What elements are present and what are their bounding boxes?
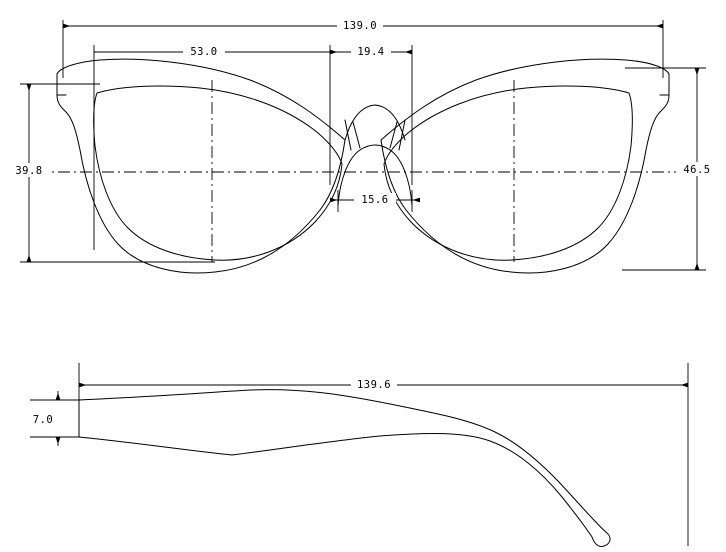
frame-outer-right-rim xyxy=(380,73,670,274)
dim-label-bg-465 xyxy=(676,162,718,176)
temple-arm-tip xyxy=(591,533,611,547)
dim-label-bg-1396 xyxy=(351,378,397,392)
nose-pad-left-detail xyxy=(344,119,352,151)
frame-outer-top-left xyxy=(56,58,346,141)
lens-opening-left xyxy=(93,85,343,261)
frame-outer-left-rim xyxy=(56,73,346,274)
dim-text-lens-width: 53.0 xyxy=(190,46,217,58)
dim-label-bg-398 xyxy=(8,163,50,177)
dim-label-bg-194 xyxy=(351,45,391,59)
dimension-temple-length: 139.6 xyxy=(78,363,689,546)
dim-label-bg-53 xyxy=(183,45,225,59)
temple-view-group xyxy=(78,389,611,547)
nose-pad-left-detail-2 xyxy=(352,121,361,149)
frame-outer-top-right xyxy=(380,58,670,141)
dim-text-overall-width: 139.0 xyxy=(343,20,377,32)
dimension-lens-height: 39.8 xyxy=(8,83,215,263)
dim-label-bg-70 xyxy=(26,412,60,426)
dimension-bridge-outer: 19.4 xyxy=(330,45,413,185)
nose-arch xyxy=(337,144,413,206)
dimension-lens-width: 53.0 xyxy=(93,45,331,250)
nose-pad-right-detail xyxy=(398,119,406,151)
dim-text-temple-thickness: 7.0 xyxy=(33,414,53,426)
temple-arm-bottom-edge xyxy=(78,432,593,538)
dim-text-frame-height: 46.5 xyxy=(683,164,710,176)
front-view-centerlines xyxy=(36,80,690,262)
dim-text-lens-height: 39.8 xyxy=(15,165,42,177)
dim-label-bg-139 xyxy=(337,19,383,33)
dimension-overall-width: 139.0 xyxy=(62,19,664,78)
dimension-frame-height: 46.5 xyxy=(622,67,718,271)
front-view-group xyxy=(56,58,670,274)
dim-text-temple-length: 139.6 xyxy=(357,379,391,391)
temple-arm-top-edge xyxy=(78,389,609,535)
dim-text-bridge-inner: 15.6 xyxy=(361,194,388,206)
dimension-bridge-inner: 15.6 xyxy=(330,190,420,212)
bridge-upper-curve xyxy=(344,104,406,141)
dimension-temple-thickness: 7.0 xyxy=(26,391,80,446)
lens-opening-right xyxy=(383,85,633,261)
nose-pad-right-detail-2 xyxy=(389,121,398,149)
dim-text-bridge-outer: 19.4 xyxy=(357,46,384,58)
dim-label-bg-156 xyxy=(354,193,396,207)
